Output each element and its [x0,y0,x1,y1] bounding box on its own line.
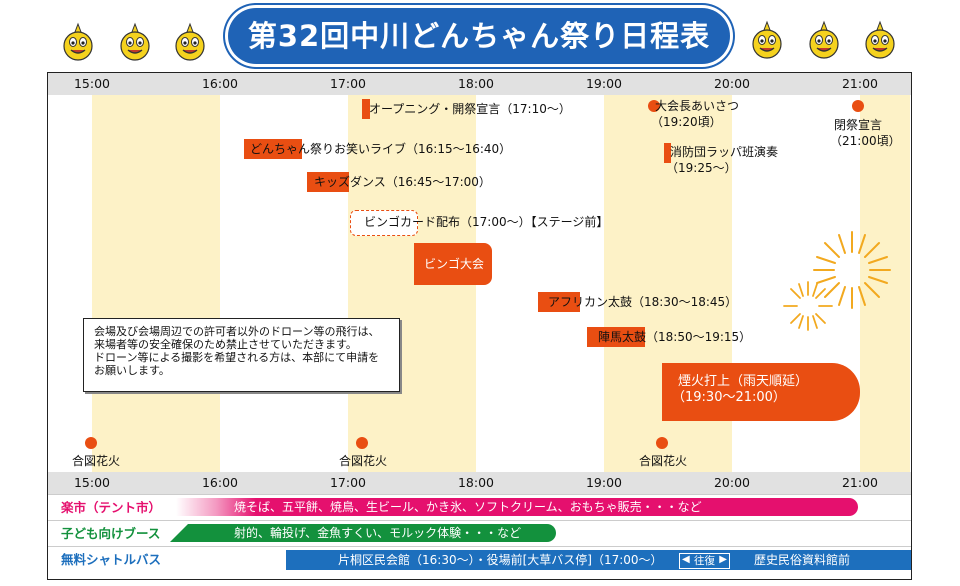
page-title: 第32回中川どんちゃん祭り日程表 [228,8,730,64]
mascot-icon [809,20,839,59]
mascot-icon [752,20,782,59]
signal-firework-marker [356,437,368,449]
event-bar-bingo [414,243,492,285]
event-fireworks-title: 煙火打上（雨天順延） [678,374,809,389]
event-marker-rappa [664,143,671,163]
signal-firework-marker [85,437,97,449]
event-rappa-title: 消防団ラッパ班演奏 [670,145,779,159]
row-label-rakuichi: 楽市（テント市） [61,500,162,515]
row-label-bus: 無料シャトルバス [61,552,162,567]
event-fireworks-time: （19:30～21:00） [672,390,786,405]
row-rakuichi: 楽市（テント市） 焼そば、五平餅、焼鳥、生ビール、かき氷、ソフトクリーム、おもち… [48,494,911,520]
arrow-left-icon: ◀ [682,554,690,565]
mascot-icon [175,22,205,61]
row-bar-rakuichi: 焼そば、五平餅、焼鳥、生ビール、かき氷、ソフトクリーム、おもちゃ販売・・・など [176,498,858,516]
bus-route-start: 片桐区民会館（16:30～）・役場前[大草バス停]（17:00～） [338,553,663,567]
notice-line: 会場及び会場周辺での許可者以外のドローン等の飛行は、 [94,325,380,338]
notice-line: お願いします。 [94,364,170,377]
event-jinba: 陣馬太鼓（18:50～19:15） [598,330,752,344]
event-kids-dance: キッズダンス（16:45～17:00） [314,175,491,189]
signal-firework-label: 合図花火 [639,454,688,468]
row-kids: 子ども向けブース 射的、輪投げ、金魚すくい、モルック体験・・・など [48,520,911,546]
time-tick: 21:00 [841,475,879,490]
row-bar-kids: 射的、輪投げ、金魚すくい、モルック体験・・・など [170,524,556,542]
time-tick: 15:00 [73,76,111,91]
event-bar-bingo-card [350,210,418,236]
time-tick: 21:00 [841,76,879,91]
event-bar-jinba [587,327,645,347]
signal-firework-label: 合図花火 [72,454,121,468]
event-greeting-time: （19:20頃） [651,115,722,129]
time-tick: 18:00 [457,76,495,91]
event-closing-time: （21:00頃） [830,134,901,148]
notice-line: ドローン等による撮影を希望される方は、本部にて申請を [94,351,380,364]
time-axis-top [48,73,911,95]
row-bar-bus: 片桐区民会館（16:30～）・役場前[大草バス停]（17:00～） ◀ 往復 ▶… [286,550,911,570]
row-bus: 無料シャトルバス 片桐区民会館（16:30～）・役場前[大草バス停]（17:00… [48,546,911,572]
time-tick: 18:00 [457,475,495,490]
time-axis-bottom [48,472,911,494]
time-tick: 17:00 [329,475,367,490]
time-tick: 17:00 [329,76,367,91]
event-marker-closing [852,100,864,112]
mascot-icon [120,22,150,61]
bus-route-end: 歴史民俗資料館前 [754,553,851,567]
notice-line: 来場者等の安全確保のため禁止させていただきます。 [94,338,357,351]
row-label-kids: 子ども向けブース [61,526,161,541]
event-rappa-time: （19:25～） [666,161,737,175]
signal-firework-label: 合図花火 [339,454,388,468]
firework-icon [783,281,833,331]
drone-notice: 会場及び会場周辺での許可者以外のドローン等の飛行は、 来場者等の安全確保のため禁… [83,318,400,392]
event-bar-kids-dance [307,172,349,192]
bus-round-trip-badge: ◀ 往復 ▶ [679,553,730,569]
firework-icon [813,231,891,309]
event-marker-opening [362,99,370,119]
time-tick: 19:00 [585,76,623,91]
time-tick: 20:00 [713,475,751,490]
event-bingo-card: ビンゴカード配布（17:00～）【ステージ前】 [364,215,609,229]
event-bingo: ビンゴ大会（17:25～18:05） [424,257,590,271]
event-owarai: どんちゃん祭りお笑いライブ（16:15～16:40） [250,142,512,156]
mascot-icon [63,22,93,61]
event-greeting-title: 大会長あいさつ [655,99,740,113]
signal-firework-marker [656,437,668,449]
arrow-right-icon: ▶ [719,554,727,565]
event-african: アフリカン太鼓（18:30～18:45） [548,295,738,309]
time-band [92,94,220,472]
event-bar-owarai [244,139,302,159]
event-bar-african [538,292,580,312]
time-tick: 19:00 [585,475,623,490]
time-tick: 16:00 [201,76,239,91]
event-closing-title: 閉祭宣言 [834,118,883,132]
event-opening: オープニング・開祭宣言（17:10～） [369,102,571,116]
event-bar-fireworks [662,363,860,421]
time-tick: 16:00 [201,475,239,490]
time-tick: 20:00 [713,76,751,91]
mascot-icon [865,20,895,59]
bus-round-trip-label: 往復 [694,555,715,567]
event-marker-greeting [648,100,660,112]
time-tick: 15:00 [73,475,111,490]
